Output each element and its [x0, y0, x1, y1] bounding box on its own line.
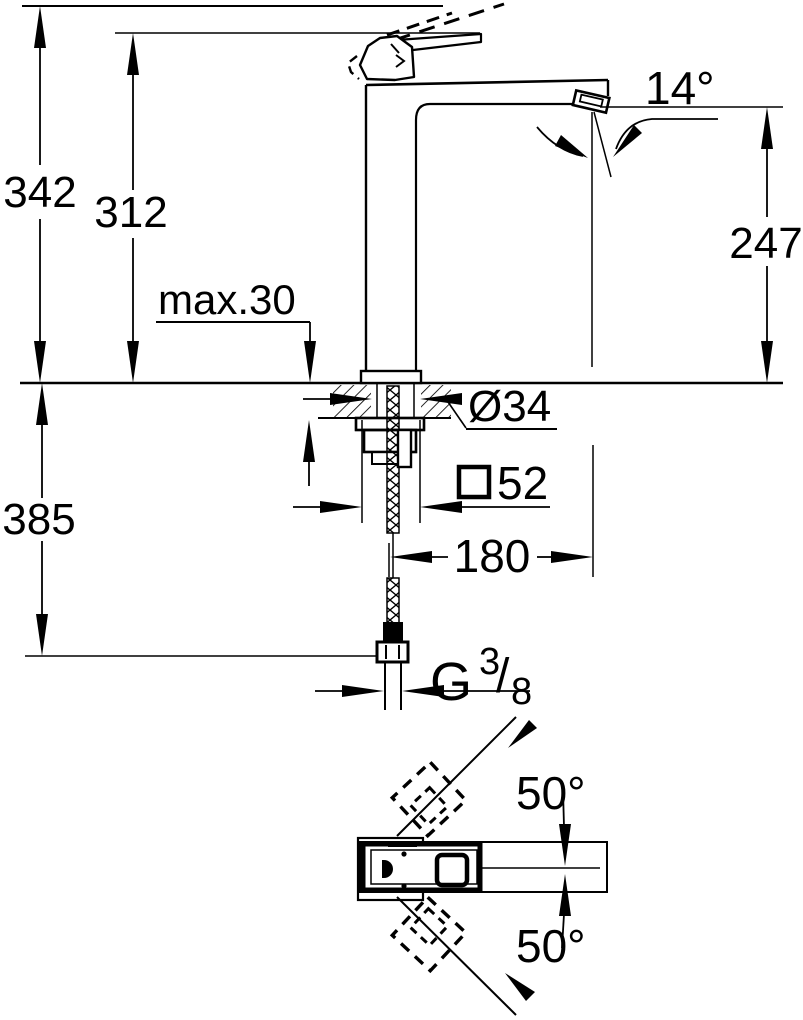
handle-top-view: 50° 50° — [356, 716, 608, 1016]
hose-lower-braid — [386, 577, 400, 625]
top-view-d-mark — [382, 860, 393, 878]
handle-grip — [358, 34, 416, 82]
dim-outlet-height: 247 — [600, 106, 803, 383]
dim-hose-length-label: 385 — [2, 495, 75, 544]
rotated-grip-upper-dashed — [389, 759, 469, 839]
dim-outlet-height-label: 247 — [729, 219, 802, 268]
mounting-assembly — [354, 384, 426, 710]
top-view-grip-inner — [370, 849, 478, 885]
dim-spout-tip-height-label: 312 — [94, 188, 167, 237]
stream-angled-line — [593, 111, 612, 178]
angle-leader-line — [615, 118, 718, 150]
dim-projection-label: 180 — [454, 530, 531, 582]
thread-letter-label: G — [430, 652, 472, 712]
thread-denominator-label: 8 — [511, 671, 532, 713]
faucet-base-plate — [359, 369, 423, 385]
rotated-square-upper-dashed — [408, 785, 450, 827]
dim-swivel-lower-label: 50° — [516, 920, 586, 972]
aerator — [571, 88, 611, 115]
rotated-grip-lower-dashed — [389, 894, 469, 974]
spout-top-edge — [365, 78, 609, 87]
top-view-dot-upper — [401, 851, 407, 857]
dim-spout-angle: 14° — [536, 62, 718, 158]
handle-raised-dashed-grip — [346, 55, 360, 80]
swivel-line-lower — [396, 896, 517, 1016]
handle-raised-dashed-line2 — [386, 11, 453, 37]
spout-underside-edge — [414, 102, 588, 372]
dim-max-mounting-thickness: max.30 — [156, 276, 316, 486]
hose-nut — [375, 640, 410, 664]
dim-spout-tip-height: 312 — [94, 32, 480, 383]
dim-swivel-upper-label: 50° — [516, 767, 586, 819]
top-view-dot-lower — [401, 883, 407, 889]
angle-tick-upper — [562, 789, 565, 828]
angle-tick-lower — [561, 913, 565, 949]
dim-hole-diameter-label: Ø34 — [468, 382, 551, 431]
handle-raised-dashed-line — [369, 2, 505, 50]
dim-total-height: 342 — [3, 5, 443, 383]
handle-grip-detail-line — [390, 43, 400, 54]
dim-hose-length: 385 — [2, 383, 378, 657]
thread-slash-label: / — [496, 650, 510, 703]
dim-hole-diameter: Ø34 — [303, 382, 557, 431]
dim-total-height-label: 342 — [3, 168, 76, 217]
thread-numerator-label: 3 — [479, 641, 500, 683]
dim-spout-angle-label: 14° — [645, 62, 715, 114]
handle-grip-detail-mark — [395, 54, 406, 68]
faucet-side-view — [346, 2, 612, 385]
rotated-square-lower-dashed — [408, 906, 450, 948]
mounting-nut-outline — [362, 428, 418, 454]
swivel-line-upper — [396, 716, 517, 837]
square-symbol-icon — [456, 464, 492, 500]
countertop-section — [20, 381, 783, 419]
dim-max30-label: max.30 — [158, 276, 296, 323]
dim-base-square-label: 52 — [497, 457, 548, 509]
dim-thread: G 3 / 8 — [315, 641, 532, 713]
mounting-side-tab — [396, 428, 413, 469]
dim-projection: 180 — [388, 445, 594, 582]
top-view-cartridge-square — [434, 852, 470, 888]
dim-base-square: 52 — [293, 420, 550, 523]
